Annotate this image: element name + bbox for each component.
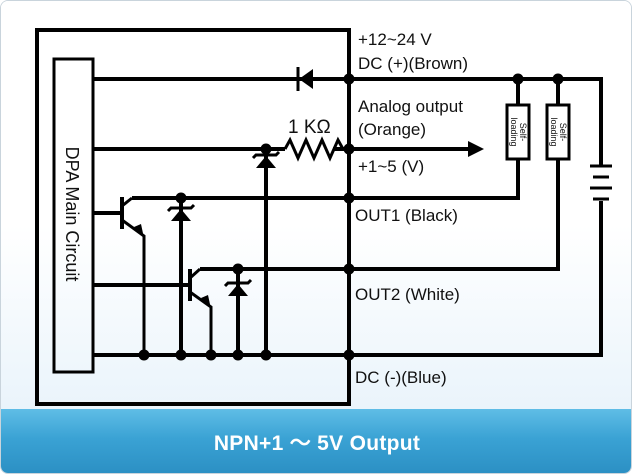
svg-text:Self-: Self- [558, 123, 568, 142]
resistor-label: 1 KΩ [288, 117, 331, 138]
svg-text:loading: loading [549, 117, 559, 146]
out2-label: OUT2 (White) [355, 285, 460, 304]
out1-label: OUT1 (Black) [355, 206, 458, 225]
analog-output-arrow [468, 141, 484, 157]
q2-emitter [189, 290, 213, 355]
out2-wire [200, 159, 560, 271]
title-bar: NPN+1 ～ 5V Output [1, 409, 631, 473]
zener-diode-1 [166, 203, 196, 221]
load-label-1: Self- loading [509, 117, 528, 146]
q1-emitter [121, 218, 146, 355]
analog-output-label: Analog output [358, 97, 463, 116]
main-circuit-label: DPA Main Circuit [62, 147, 82, 282]
analog-range-label: +1~5 (V) [358, 157, 424, 176]
analog-color-label: (Orange) [358, 120, 426, 139]
resistor-zigzag [283, 136, 345, 162]
load-top-wires [516, 79, 560, 106]
load-resistor-2 [545, 103, 571, 161]
svg-text:loading: loading [509, 117, 519, 146]
q2-emitter-arrow [201, 295, 211, 309]
q1-emitter-arrow [134, 224, 144, 238]
zener-diode-3 [251, 150, 281, 168]
supply-diode [299, 69, 313, 89]
svg-text:Self-: Self- [518, 123, 528, 142]
zener-diode-2 [223, 278, 253, 296]
dc-plus-label: DC (+)(Brown) [358, 54, 468, 73]
out1-wire [132, 159, 520, 200]
sensor-housing-box [35, 28, 351, 406]
q2-collector [188, 267, 202, 280]
supply-voltage-label: +12~24 V [358, 30, 432, 49]
main-circuit-box [52, 57, 95, 374]
ground-label: DC (-)(Blue) [355, 368, 447, 387]
diagram-area: Self- loading Self- loading [1, 1, 631, 409]
diagram-title: NPN+1 ～ 5V Output [213, 432, 421, 455]
circuit-schematic: Self- loading Self- loading [35, 28, 612, 406]
junction-dots [138, 73, 564, 361]
load-resistor-1 [505, 103, 531, 161]
battery-plates [590, 164, 612, 201]
load-label-2: Self- loading [549, 117, 568, 146]
q1-collector [121, 196, 133, 208]
dc-plus-wire [93, 77, 603, 166]
